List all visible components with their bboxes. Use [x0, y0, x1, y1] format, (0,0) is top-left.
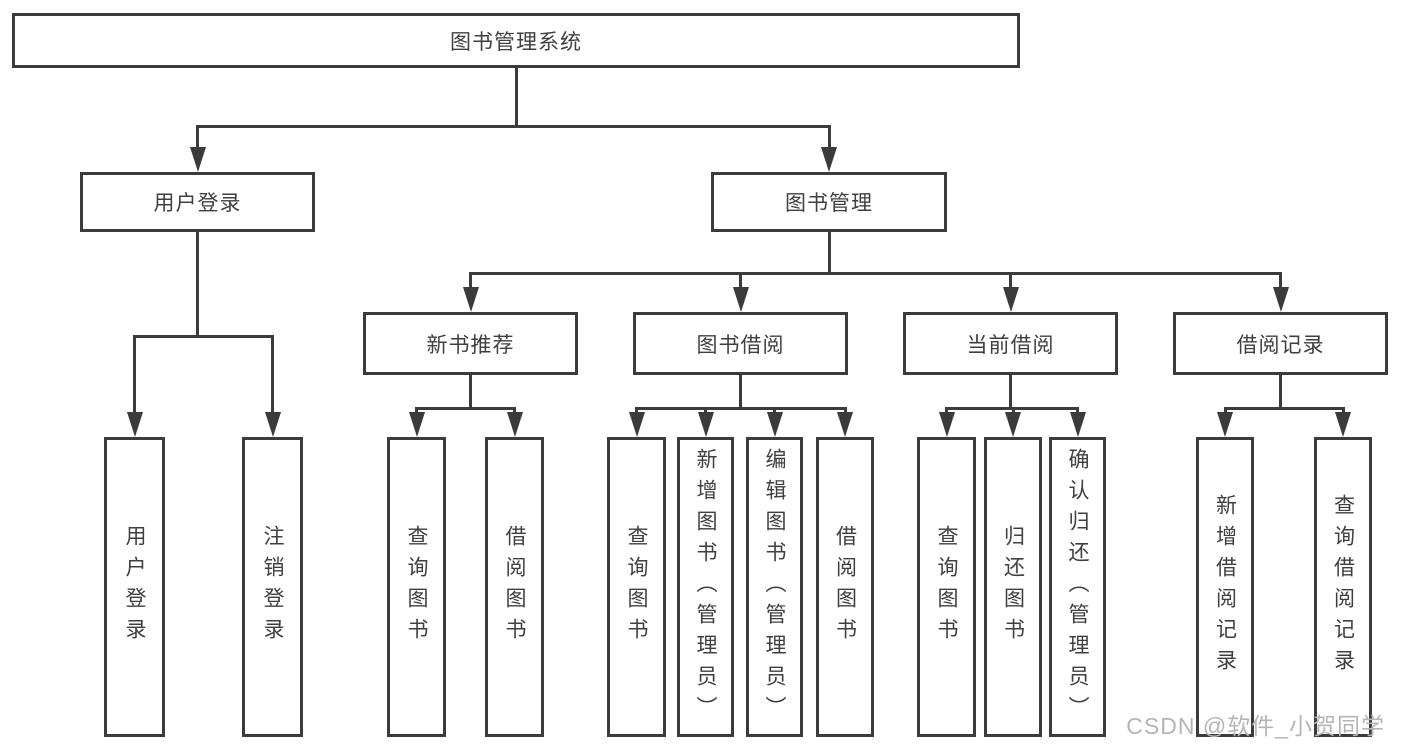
connector-rail-root — [196, 125, 831, 128]
connector-stem-current-borrow — [1009, 375, 1012, 410]
node-label-new-book-rec: 新书推荐 — [426, 333, 515, 357]
node-label-leaf-confirm-return: 确认归还（管理员） — [1066, 447, 1089, 727]
connector-branch-leaf-query-record — [1341, 407, 1345, 412]
arrowhead-into-leaf-add-book — [697, 412, 714, 437]
connector-branch-current-borrow — [1009, 272, 1012, 287]
connector-branch-book-borrow — [739, 272, 742, 287]
node-leaf-add-book: 新增图书（管理员） — [677, 437, 734, 737]
connector-rail-new-book-rec — [415, 407, 516, 410]
connector-branch-new-book-rec — [469, 272, 472, 287]
node-label-current-borrow: 当前借阅 — [966, 333, 1055, 357]
node-label-leaf-query-record: 查询借阅记录 — [1331, 494, 1355, 680]
node-label-leaf-borrow-book-2: 借阅图书 — [833, 525, 857, 649]
connector-branch-leaf-query-book-1 — [415, 407, 418, 412]
node-leaf-edit-book: 编辑图书（管理员） — [746, 437, 803, 737]
node-book-mgmt: 图书管理 — [711, 172, 947, 232]
node-label-leaf-add-book: 新增图书（管理员） — [694, 447, 717, 727]
arrowhead-into-leaf-logout — [264, 412, 281, 437]
node-root: 图书管理系统 — [12, 13, 1020, 68]
node-user-login: 用户登录 — [80, 172, 315, 232]
node-label-leaf-user-login: 用户登录 — [123, 525, 146, 649]
node-leaf-confirm-return: 确认归还（管理员） — [1049, 437, 1106, 737]
connector-branch-book-mgmt — [827, 125, 831, 147]
node-label-leaf-query-book-3: 查询图书 — [935, 525, 958, 649]
connector-stem-borrow-records — [1279, 375, 1282, 410]
node-leaf-query-record: 查询借阅记录 — [1314, 437, 1372, 737]
arrowhead-into-leaf-confirm-return — [1069, 412, 1086, 437]
node-leaf-query-book-1: 查询图书 — [387, 437, 446, 737]
connector-stem-book-borrow — [739, 375, 742, 410]
connector-rail-book-mgmt — [469, 272, 1282, 275]
arrowhead-into-book-mgmt — [821, 147, 837, 172]
node-borrow-records: 借阅记录 — [1173, 312, 1388, 375]
connector-stem-user-login — [196, 232, 199, 338]
arrowhead-into-user-login — [189, 147, 206, 172]
node-leaf-query-book-2: 查询图书 — [607, 437, 666, 737]
arrowhead-into-leaf-query-record — [1335, 412, 1351, 437]
connector-branch-leaf-confirm-return — [1076, 407, 1079, 412]
arrowhead-into-leaf-edit-book — [766, 412, 783, 437]
node-label-leaf-query-book-2: 查询图书 — [625, 525, 648, 649]
arrowhead-into-book-borrow — [732, 287, 749, 312]
arrowhead-into-new-book-rec — [462, 287, 479, 312]
connector-branch-leaf-add-book — [704, 407, 707, 412]
node-leaf-query-book-3: 查询图书 — [917, 437, 976, 737]
node-label-book-mgmt: 图书管理 — [785, 192, 873, 215]
node-label-user-login: 用户登录 — [153, 192, 242, 215]
connector-stem-root — [514, 68, 518, 128]
connector-branch-leaf-logout — [271, 335, 274, 412]
node-new-book-rec: 新书推荐 — [363, 312, 578, 375]
arrowhead-into-leaf-borrow-book-1 — [506, 412, 523, 437]
arrowhead-into-borrow-records — [1272, 287, 1289, 312]
connector-branch-leaf-add-record — [1223, 407, 1227, 412]
node-book-borrow: 图书借阅 — [633, 312, 848, 375]
connector-branch-leaf-return-book — [1011, 407, 1015, 412]
arrowhead-into-leaf-borrow-book-2 — [837, 412, 853, 437]
arrowhead-into-leaf-query-book-3 — [938, 412, 955, 437]
node-label-root: 图书管理系统 — [450, 30, 582, 54]
node-leaf-borrow-book-2: 借阅图书 — [816, 437, 874, 737]
connector-rail-book-borrow — [635, 407, 847, 410]
node-label-leaf-query-book-1: 查询图书 — [405, 525, 428, 649]
arrowhead-into-leaf-user-login — [126, 412, 143, 437]
connector-branch-leaf-borrow-book-2 — [843, 407, 847, 412]
node-leaf-user-login: 用户登录 — [104, 437, 165, 737]
node-label-leaf-return-book: 归还图书 — [1001, 525, 1025, 649]
arrowhead-into-leaf-add-record — [1217, 412, 1233, 437]
node-label-borrow-records: 借阅记录 — [1236, 333, 1325, 357]
connector-branch-user-login — [196, 125, 199, 147]
connector-rail-borrow-records — [1223, 407, 1345, 410]
arrowhead-into-current-borrow — [1002, 287, 1019, 312]
connector-branch-leaf-edit-book — [773, 407, 776, 412]
node-leaf-add-record: 新增借阅记录 — [1196, 437, 1254, 737]
connector-branch-leaf-borrow-book-1 — [513, 407, 516, 412]
node-label-leaf-borrow-book-1: 借阅图书 — [503, 525, 526, 649]
connector-branch-leaf-user-login — [133, 335, 136, 412]
connector-stem-book-mgmt — [827, 232, 831, 275]
node-current-borrow: 当前借阅 — [903, 312, 1118, 375]
connector-branch-leaf-query-book-3 — [945, 407, 948, 412]
connector-branch-borrow-records — [1279, 272, 1282, 287]
node-leaf-logout: 注销登录 — [242, 437, 303, 737]
arrowhead-into-leaf-query-book-2 — [628, 412, 645, 437]
watermark: CSDN @软件_小贺同学 — [1126, 713, 1385, 739]
node-label-book-borrow: 图书借阅 — [696, 333, 785, 357]
node-label-leaf-logout: 注销登录 — [261, 525, 284, 649]
connector-stem-new-book-rec — [469, 375, 472, 410]
arrowhead-into-leaf-query-book-1 — [408, 412, 425, 437]
connector-rail-user-login — [133, 335, 274, 338]
connector-branch-leaf-query-book-2 — [635, 407, 638, 412]
arrowhead-into-leaf-return-book — [1005, 412, 1021, 437]
node-leaf-return-book: 归还图书 — [984, 437, 1042, 737]
node-label-leaf-add-record: 新增借阅记录 — [1213, 494, 1237, 680]
node-label-leaf-edit-book: 编辑图书（管理员） — [763, 447, 786, 727]
node-leaf-borrow-book-1: 借阅图书 — [485, 437, 544, 737]
